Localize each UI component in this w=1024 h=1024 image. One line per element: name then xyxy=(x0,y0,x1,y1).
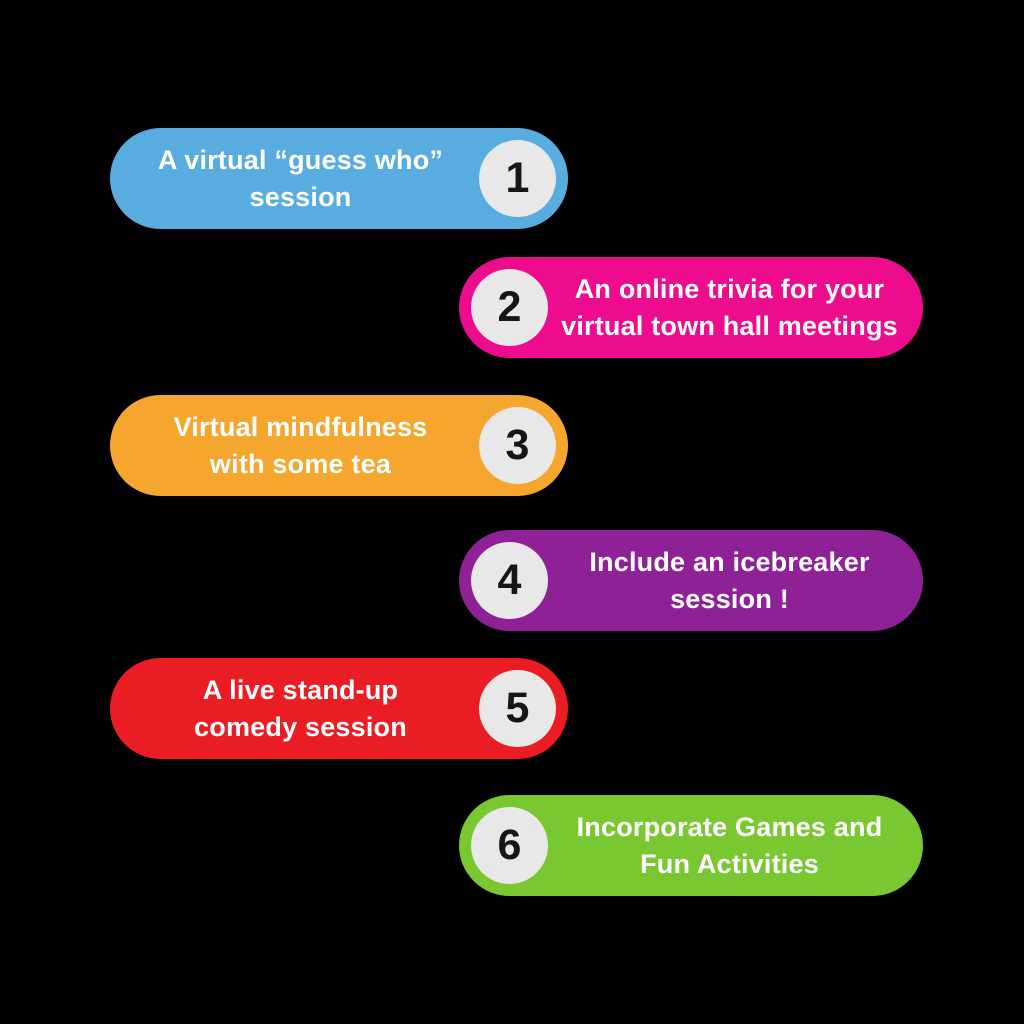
step-pill-3: Virtual mindfulness with some tea 3 xyxy=(110,395,568,496)
step-number-badge-6: 6 xyxy=(471,807,548,884)
step-number-badge-2: 2 xyxy=(471,269,548,346)
step-label-line: Fun Activities xyxy=(640,848,819,879)
step-label-line: Incorporate Games and xyxy=(576,811,883,842)
step-pill-5: A live stand-up comedy session 5 xyxy=(110,658,568,759)
step-label-line: An online trivia for your xyxy=(574,273,885,304)
step-number-badge-1: 1 xyxy=(479,140,556,217)
step-label-line: with some tea xyxy=(209,448,392,479)
step-label-3: Virtual mindfulness with some tea xyxy=(122,409,479,483)
step-label-4: Include an icebreaker session ! xyxy=(548,544,911,618)
step-pill-6: Incorporate Games and Fun Activities 6 xyxy=(459,795,923,896)
step-pill-2: An online trivia for your virtual town h… xyxy=(459,257,923,358)
step-label-line: session ! xyxy=(670,583,789,614)
step-label-line: Include an icebreaker xyxy=(589,546,870,577)
step-label-line: session xyxy=(249,181,352,212)
step-pill-4: Include an icebreaker session ! 4 xyxy=(459,530,923,631)
step-label-1: A virtual “guess who” session xyxy=(122,142,479,216)
step-label-6: Incorporate Games and Fun Activities xyxy=(548,809,911,883)
step-label-5: A live stand-up comedy session xyxy=(122,672,479,746)
step-label-2: An online trivia for your virtual town h… xyxy=(548,271,911,345)
step-label-line: A virtual “guess who” xyxy=(157,144,444,175)
step-label-line: comedy session xyxy=(194,711,407,742)
step-label-line: virtual town hall meetings xyxy=(561,310,898,341)
step-label-line: A live stand-up xyxy=(202,674,399,705)
step-pill-1: A virtual “guess who” session 1 xyxy=(110,128,568,229)
step-number-badge-5: 5 xyxy=(479,670,556,747)
step-number-badge-3: 3 xyxy=(479,407,556,484)
step-label-line: Virtual mindfulness xyxy=(173,411,428,442)
step-number-badge-4: 4 xyxy=(471,542,548,619)
